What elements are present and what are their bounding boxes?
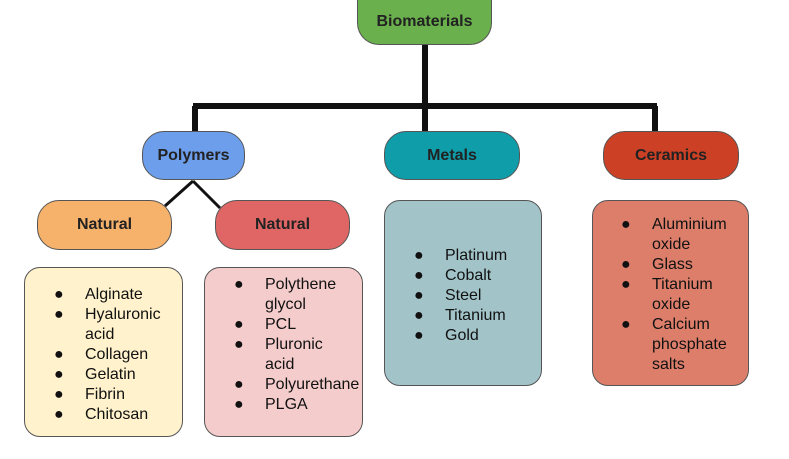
metals-list-item: ● Gold [414, 326, 541, 346]
category-label-metals: Metals [427, 146, 477, 164]
list-card-metals: ● Platinum ● Cobalt ● Steel ● Titanium ● Gold [384, 200, 542, 386]
item-list-natural-2: ● Polythene glycol ● PCL ● Pluronic acid ● Poly… [234, 275, 362, 415]
bullet-icon: ● [234, 336, 244, 353]
ceramics-list-item: ● Calcium phosphate salts [621, 315, 748, 375]
bullet-icon: ● [414, 247, 424, 264]
ceramics-list-item: ● Glass [621, 255, 748, 275]
root-label: Biomaterials [376, 13, 473, 30]
category-node-polymers: Polymers [142, 131, 245, 180]
natural-2-list-item: ● Pluronic acid [234, 335, 362, 375]
list-item-text: Steel [445, 287, 482, 304]
list-item-text: Chitosan [85, 406, 149, 423]
list-item-text: Platinum [445, 247, 508, 264]
bullet-icon: ● [234, 276, 244, 293]
list-item-text: PLGA [265, 396, 308, 413]
list-item-text: PCL [265, 316, 297, 333]
natural-1-list-item: ● Chitosan [54, 405, 182, 425]
bullet-icon: ● [414, 267, 424, 284]
bullet-icon: ● [414, 287, 424, 304]
ceramics-list-item: ● Aluminium oxide [621, 215, 748, 255]
subcategory-node-natural-2: Natural [215, 200, 350, 250]
connector-polymers-to-natural-1 [164, 179, 194, 208]
bullet-icon: ● [54, 346, 64, 363]
bullet-icon: ● [234, 316, 244, 333]
list-item-text: Titanium oxide [652, 276, 713, 313]
natural-2-list-item: ● Polythene glycol [234, 275, 362, 315]
natural-1-list-item: ● Collagen [54, 345, 182, 365]
bullet-icon: ● [621, 216, 631, 233]
natural-1-list-item: ● Hyaluronic acid [54, 305, 182, 345]
list-item-text: Polythene glycol [265, 276, 337, 313]
list-item-text: Calcium phosphate salts [652, 316, 727, 373]
list-item-text: Gold [445, 327, 479, 344]
natural-2-list-item: ● Polyurethane [234, 375, 362, 395]
list-item-text: Polyurethane [265, 376, 360, 393]
item-list-ceramics: ● Aluminium oxide ● Glass ● Titanium oxide ● Ca… [621, 215, 748, 375]
natural-2-list-item: ● PCL [234, 315, 362, 335]
list-item-text: Hyaluronic acid [85, 306, 161, 343]
subcategory-label-natural-1: Natural [76, 216, 133, 233]
list-item-text: Fibrin [85, 386, 126, 403]
metals-list-item: ● Steel [414, 286, 541, 306]
natural-1-list-item: ● Alginate [54, 285, 182, 305]
item-list-metals: ● Platinum ● Cobalt ● Steel ● Titanium ● Gold [414, 246, 541, 346]
connector-polymers-to-natural-2 [191, 179, 222, 210]
bullet-icon: ● [234, 396, 244, 413]
category-label-polymers: Polymers [157, 146, 230, 164]
bullet-icon: ● [621, 256, 631, 273]
list-card-natural-1: ● Alginate ● Hyaluronic acid ● Collagen ● Gelat… [24, 267, 183, 437]
category-label-ceramics: Ceramics [634, 146, 708, 164]
bullet-icon: ● [54, 366, 64, 383]
list-item-text: Cobalt [445, 267, 492, 284]
list-item-text: Gelatin [85, 366, 136, 383]
natural-2-list-item: ● PLGA [234, 395, 362, 415]
list-card-ceramics: ● Aluminium oxide ● Glass ● Titanium oxide ● Ca… [592, 200, 749, 386]
subcategory-node-natural-1: Natural [37, 200, 172, 250]
bullet-icon: ● [621, 316, 631, 333]
bullet-icon: ● [54, 406, 64, 423]
list-item-text: Alginate [85, 286, 143, 303]
natural-1-list-item: ● Fibrin [54, 385, 182, 405]
list-item-text: Aluminium oxide [652, 216, 727, 253]
root-node-biomaterials: Biomaterials [357, 0, 492, 45]
bullet-icon: ● [414, 307, 424, 324]
bullet-icon: ● [414, 327, 424, 344]
list-item-text: Collagen [85, 346, 149, 363]
bullet-icon: ● [621, 276, 631, 293]
list-item-text: Titanium [445, 307, 506, 324]
metals-list-item: ● Titanium [414, 306, 541, 326]
bullet-icon: ● [54, 386, 64, 403]
item-list-natural-1: ● Alginate ● Hyaluronic acid ● Collagen ● Gelat… [54, 285, 182, 425]
metals-list-item: ● Platinum [414, 246, 541, 266]
category-node-ceramics: Ceramics [603, 131, 739, 180]
list-card-natural-2: ● Polythene glycol ● PCL ● Pluronic acid ● Poly… [204, 267, 363, 437]
bullet-icon: ● [54, 306, 64, 323]
bullet-icon: ● [234, 376, 244, 393]
bullet-icon: ● [54, 286, 64, 303]
category-node-metals: Metals [384, 131, 520, 180]
subcategory-label-natural-2: Natural [254, 216, 311, 233]
list-item-text: Pluronic acid [265, 336, 323, 373]
ceramics-list-item: ● Titanium oxide [621, 275, 748, 315]
natural-1-list-item: ● Gelatin [54, 365, 182, 385]
metals-list-item: ● Cobalt [414, 266, 541, 286]
list-item-text: Glass [652, 256, 693, 273]
